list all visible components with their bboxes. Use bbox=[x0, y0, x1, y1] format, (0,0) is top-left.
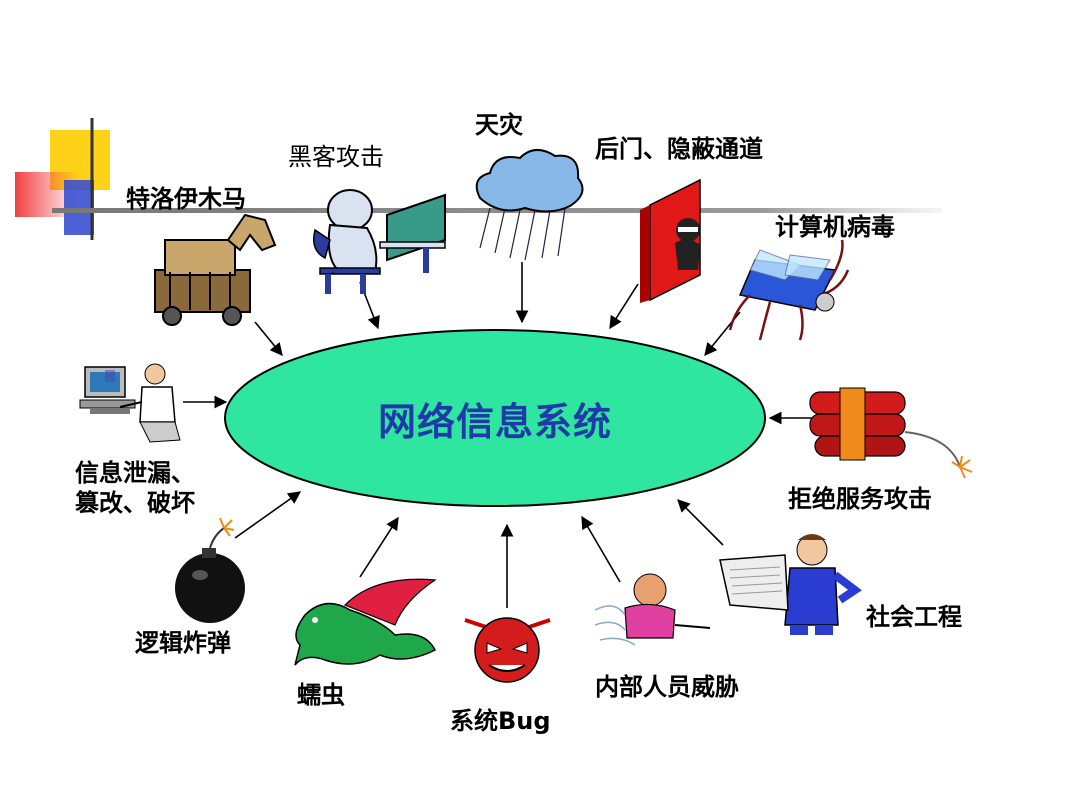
dragon-icon bbox=[294, 578, 437, 666]
virus-bug-icon bbox=[728, 239, 850, 341]
backdoor-wall-icon bbox=[640, 178, 701, 303]
label-virus: 计算机病毒 bbox=[775, 213, 895, 241]
insider-icon bbox=[594, 573, 711, 646]
label-dos: 拒绝服务攻击 bbox=[788, 485, 932, 513]
label-backdoor: 后门、隐蔽通道 bbox=[595, 135, 763, 163]
arrow-logic-bomb bbox=[234, 491, 302, 539]
dynamite-icon bbox=[809, 387, 973, 479]
label-insider: 内部人员威胁 bbox=[595, 673, 739, 701]
center-ellipse bbox=[224, 329, 766, 507]
label-logic-bomb: 逻辑炸弹 bbox=[135, 629, 231, 657]
storm-cloud-icon bbox=[475, 149, 584, 261]
label-worm: 蠕虫 bbox=[297, 681, 345, 709]
label-trojan: 特洛伊木马 bbox=[126, 185, 246, 213]
arrow-trojan bbox=[254, 321, 283, 356]
label-leak-line2: 篡改、破坏 bbox=[75, 489, 195, 517]
arrow-worm bbox=[359, 516, 399, 578]
label-hacker: 黑客攻击 bbox=[288, 143, 384, 171]
arrow-backdoor bbox=[609, 283, 639, 330]
label-disaster: 天灾 bbox=[475, 111, 523, 139]
center-label: 网络信息系统 bbox=[377, 399, 612, 444]
trojan-horse-icon bbox=[154, 213, 277, 326]
businessman-icon bbox=[719, 534, 862, 635]
label-social: 社会工程 bbox=[866, 603, 962, 631]
decoration-corner bbox=[15, 118, 942, 240]
bug-face-icon bbox=[464, 617, 551, 683]
computer-user-icon bbox=[79, 363, 181, 443]
arrow-social bbox=[677, 499, 724, 546]
hacker-icon bbox=[313, 189, 446, 294]
arrow-insider bbox=[581, 515, 621, 583]
label-leak-line1: 信息泄漏、 bbox=[75, 459, 195, 487]
label-bug: 系统Bug bbox=[450, 707, 551, 735]
bomb-icon bbox=[175, 517, 245, 623]
